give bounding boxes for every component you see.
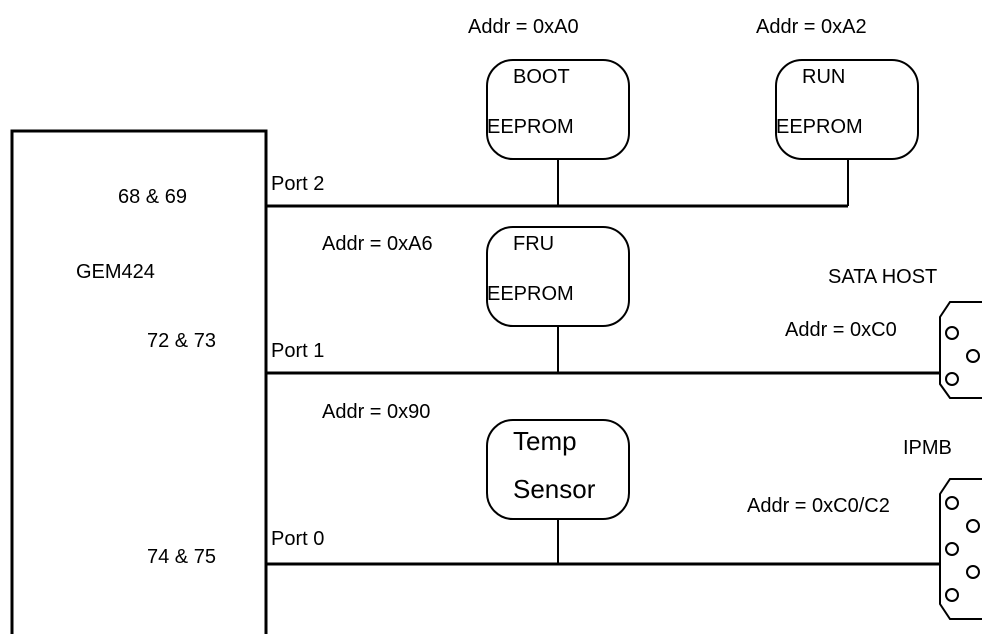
chip-name-label: GEM424 xyxy=(76,261,155,283)
pins-port2-label: 68 & 69 xyxy=(118,186,187,208)
sata-host-pin xyxy=(945,326,959,340)
temp-sensor-line2: Sensor xyxy=(513,474,596,504)
fru-eeprom-address: Addr = 0xA6 xyxy=(322,233,433,255)
run-eeprom-line1: RUN xyxy=(802,66,845,88)
sata-host-title: SATA HOST xyxy=(828,266,937,288)
sata-host-pin xyxy=(945,372,959,386)
ipmb-pin xyxy=(945,542,959,556)
pins-port0-label: 74 & 75 xyxy=(147,546,216,568)
run-eeprom-box xyxy=(775,59,919,160)
pins-port1-label: 72 & 73 xyxy=(147,330,216,352)
ipmb-pin xyxy=(966,565,980,579)
ipmb-pin xyxy=(945,588,959,602)
temp-sensor-line1: Temp xyxy=(513,426,577,456)
ipmb-pin xyxy=(945,496,959,510)
temp-sensor-address: Addr = 0x90 xyxy=(322,401,430,423)
ipmb-title: IPMB xyxy=(903,437,952,459)
boot-eeprom-address: Addr = 0xA0 xyxy=(468,16,579,38)
ipmb-address: Addr = 0xC0/C2 xyxy=(747,495,890,517)
sata-host-address: Addr = 0xC0 xyxy=(785,319,897,341)
ipmb-pin xyxy=(966,519,980,533)
fru-eeprom-line1: FRU xyxy=(513,233,554,255)
run-eeprom-line2: EEPROM xyxy=(776,116,863,138)
fru-eeprom-box xyxy=(486,226,630,327)
ipmb-connector xyxy=(939,478,982,620)
sata-host-pin xyxy=(966,349,980,363)
run-eeprom-address: Addr = 0xA2 xyxy=(756,16,867,38)
port1-label: Port 1 xyxy=(271,340,324,362)
port2-label: Port 2 xyxy=(271,173,324,195)
gem424-block xyxy=(10,129,268,634)
sata-host-connector xyxy=(939,301,982,399)
boot-eeprom-line2: EEPROM xyxy=(487,116,574,138)
fru-eeprom-line2: EEPROM xyxy=(487,283,574,305)
port0-label: Port 0 xyxy=(271,528,324,550)
boot-eeprom-line1: BOOT xyxy=(513,66,570,88)
